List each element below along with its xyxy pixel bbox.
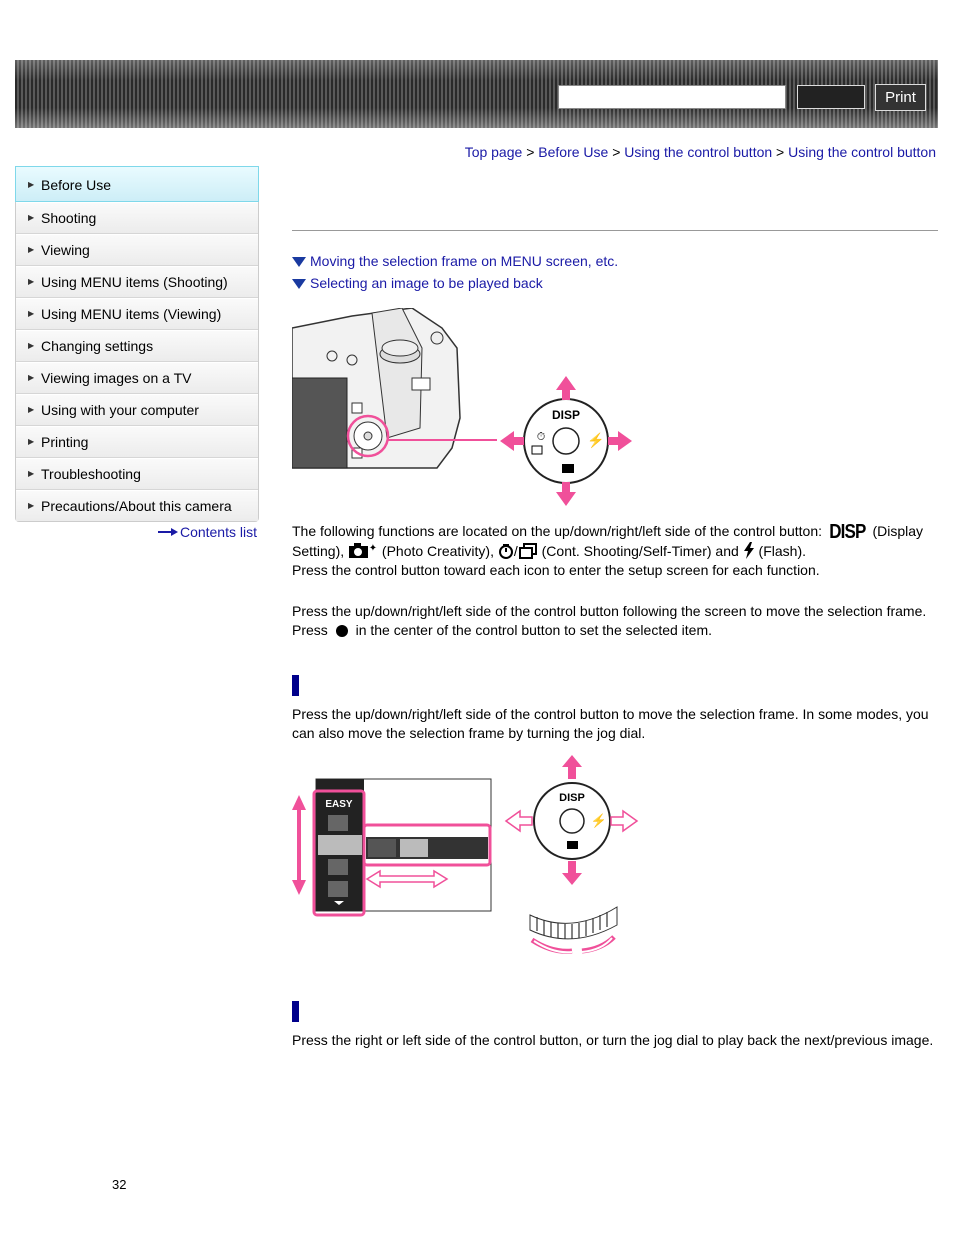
intro-text: (Photo Creativity),	[381, 543, 494, 559]
sidebar-item-label: Using MENU items (Viewing)	[41, 306, 222, 322]
sidebar-item-shooting[interactable]: ▶ Shooting	[16, 202, 258, 234]
sidebar-item-viewing-tv[interactable]: ▶ Viewing images on a TV	[16, 362, 258, 394]
triangle-right-icon: ▶	[28, 405, 35, 414]
sidebar-item-before-use[interactable]: ▶ Before Use	[15, 166, 259, 202]
sidebar-item-printing[interactable]: ▶ Printing	[16, 426, 258, 458]
sidebar-item-label: Using with your computer	[41, 402, 199, 418]
sidebar-item-menu-viewing[interactable]: ▶ Using MENU items (Viewing)	[16, 298, 258, 330]
sidebar-item-label: Shooting	[41, 210, 97, 226]
sidebar-item-menu-shooting[interactable]: ▶ Using MENU items (Shooting)	[16, 266, 258, 298]
triangle-right-icon: ▶	[28, 309, 35, 318]
center-button-icon	[335, 625, 348, 637]
intro-text: (Flash).	[758, 543, 806, 559]
intro-text: (Display Setting),	[292, 523, 924, 559]
cont-shooting-icon	[518, 543, 537, 559]
sidebar-item-label: Printing	[41, 434, 89, 450]
section-heading-bar	[292, 1001, 299, 1022]
sidebar-item-label: Precautions/About this camera	[41, 498, 232, 514]
sidebar-item-viewing[interactable]: ▶ Viewing	[16, 234, 258, 266]
sidebar-item-changing-settings[interactable]: ▶ Changing settings	[16, 330, 258, 362]
arrow-right-icon	[157, 528, 178, 536]
photo-creativity-icon: ✦	[349, 543, 377, 558]
triangle-right-icon: ▶	[28, 469, 35, 478]
intro-text: The following functions are located on t…	[292, 523, 822, 539]
breadcrumb-control-button-section[interactable]: Using the control button	[624, 144, 773, 160]
triangle-right-icon: ▶	[28, 501, 35, 510]
triangle-right-icon: ▶	[28, 437, 35, 446]
contents-list-label: Contents list	[179, 524, 257, 540]
triangle-right-icon: ▶	[28, 213, 35, 222]
svg-text:⏱: ⏱	[537, 431, 546, 443]
selection-paragraph: Press the up/down/right/left side of the…	[292, 602, 937, 640]
paragraph-text: Press	[292, 622, 328, 638]
paragraph-text: Press the up/down/right/left side of the…	[292, 603, 927, 619]
svg-text:⚡: ⚡	[587, 432, 604, 449]
breadcrumb-separator: >	[776, 144, 785, 160]
title-divider	[292, 230, 938, 231]
sidebar-item-label: Viewing	[41, 242, 90, 258]
paragraph-text: in the center of the control button to s…	[355, 622, 713, 638]
menu-selection-illustration: EASY DISP ⚡	[292, 755, 639, 954]
sidebar-item-precautions[interactable]: ▶ Precautions/About this camera	[16, 490, 258, 521]
sidebar-item-computer[interactable]: ▶ Using with your computer	[16, 394, 258, 426]
anchor-link-moving-selection[interactable]: Moving the selection frame on MENU scree…	[292, 253, 618, 269]
disp-icon: DISP	[829, 521, 866, 543]
sidebar-item-label: Before Use	[41, 177, 112, 193]
breadcrumb-current-page[interactable]: Using the control button	[788, 144, 936, 160]
svg-text:✦: ✦	[369, 543, 377, 554]
triangle-right-icon: ▶	[28, 373, 35, 382]
sidebar-item-label: Using MENU items (Shooting)	[41, 274, 228, 290]
menu-easy-label: EASY	[325, 799, 353, 810]
anchor-label: Moving the selection frame on MENU scree…	[310, 253, 619, 269]
anchor-link-select-image[interactable]: Selecting an image to be played back	[292, 275, 543, 291]
breadcrumb-top-page[interactable]: Top page	[464, 144, 523, 160]
dial-disp-label: DISP	[552, 408, 580, 422]
sidebar-item-troubleshooting[interactable]: ▶ Troubleshooting	[16, 458, 258, 490]
triangle-down-icon	[292, 257, 306, 267]
triangle-right-icon: ▶	[28, 245, 35, 254]
section1-paragraph: Press the up/down/right/left side of the…	[292, 706, 929, 741]
search-input[interactable]	[558, 85, 786, 109]
search-button[interactable]	[797, 85, 865, 109]
dial2-disp-label: DISP	[559, 792, 585, 804]
svg-text:⚡: ⚡	[591, 813, 607, 829]
triangle-down-icon	[292, 279, 306, 289]
anchor-label: Selecting an image to be played back	[310, 275, 543, 291]
triangle-right-icon: ▶	[28, 277, 35, 286]
triangle-right-icon: ▶	[28, 341, 35, 350]
intro-text: Press the control button toward each ico…	[292, 562, 820, 578]
page-number: 32	[112, 1177, 127, 1192]
sidebar-item-label: Troubleshooting	[41, 466, 141, 482]
intro-text: /	[513, 543, 518, 559]
breadcrumb-before-use[interactable]: Before Use	[538, 144, 609, 160]
sidebar-nav: ▶ Before Use ▶ Shooting ▶ Viewing ▶ Using ME…	[15, 166, 259, 522]
breadcrumb-separator: >	[612, 144, 621, 160]
triangle-right-icon: ▶	[28, 180, 35, 189]
contents-list-link[interactable]: Contents list	[157, 524, 257, 540]
intro-paragraph: The following functions are located on t…	[292, 522, 937, 580]
sidebar-item-label: Changing settings	[41, 338, 154, 354]
intro-text: (Cont. Shooting/Self-Timer) and	[541, 543, 739, 559]
breadcrumb: Top page > Before Use > Using the contro…	[465, 144, 936, 160]
flash-icon	[743, 542, 754, 559]
breadcrumb-separator: >	[526, 144, 535, 160]
section-heading-bar	[292, 675, 299, 696]
camera-control-button-illustration: DISP ⚡ ⏱	[292, 308, 632, 506]
print-button[interactable]: Print	[875, 84, 926, 111]
sidebar-item-label: Viewing images on a TV	[41, 370, 192, 386]
section2-paragraph: Press the right or left side of the cont…	[292, 1032, 934, 1048]
self-timer-icon	[498, 544, 513, 559]
